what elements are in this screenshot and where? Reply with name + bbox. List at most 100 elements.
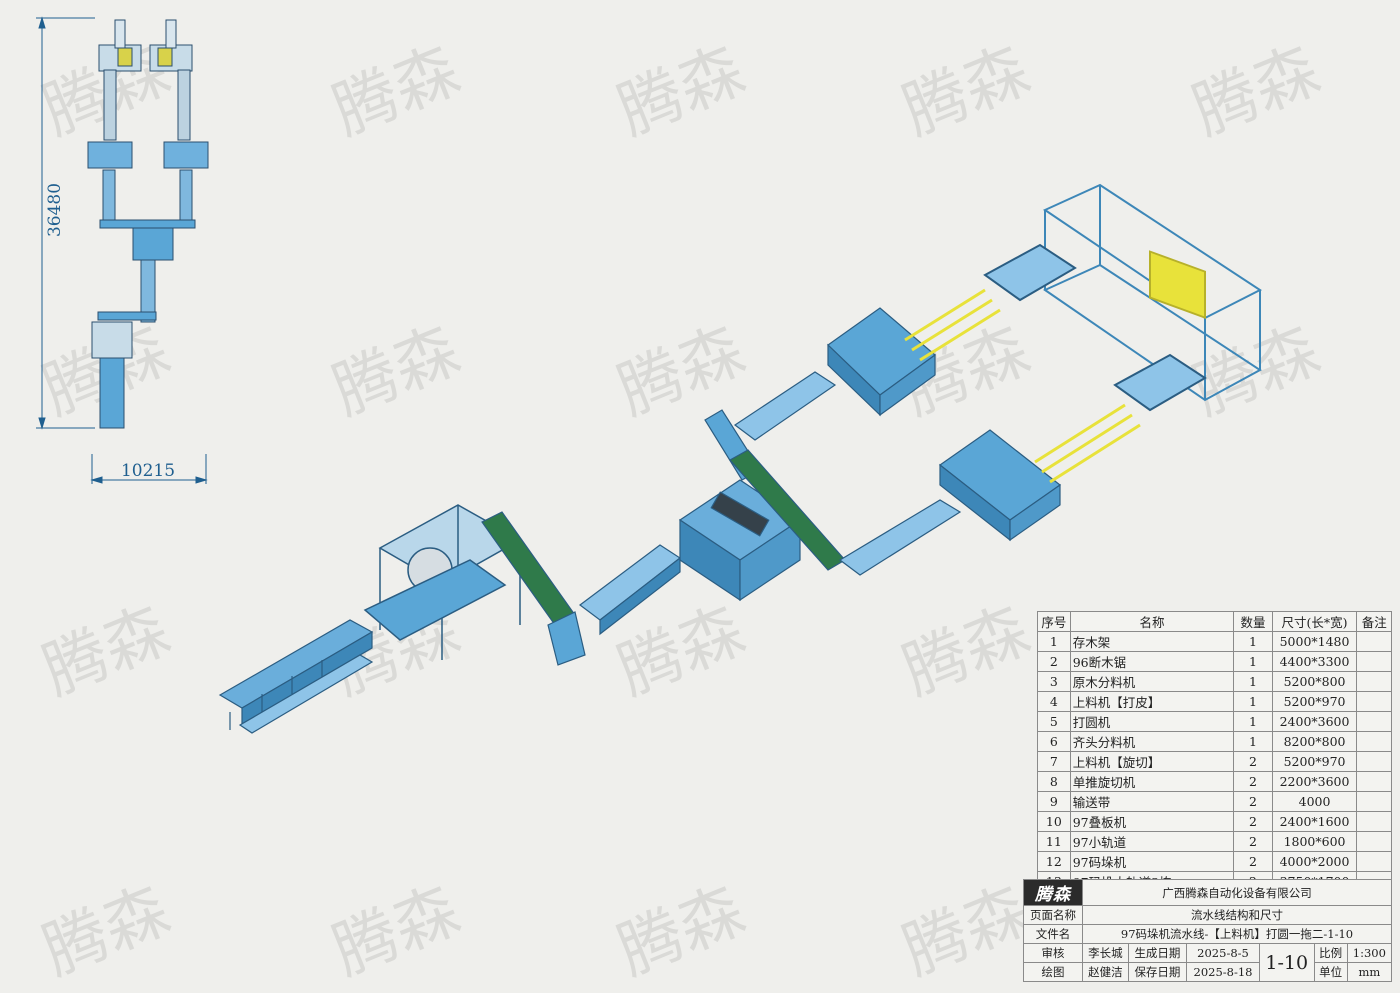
drawer-label: 绘图 — [1023, 962, 1083, 982]
bom-cell-size: 2400*3600 — [1271, 711, 1358, 732]
debark-feeder — [579, 544, 682, 636]
bom-cell-no: 8 — [1037, 771, 1071, 792]
saved-label: 保存日期 — [1127, 962, 1188, 982]
dimension-lines — [36, 16, 208, 484]
bom-cell-qty: 1 — [1233, 711, 1273, 732]
bom-cell-size: 4400*3300 — [1271, 651, 1358, 672]
file-name-label: 文件名 — [1023, 924, 1083, 944]
bom-cell-name: 97叠板机 — [1069, 811, 1235, 832]
page-name: 流水线结构和尺寸 — [1082, 905, 1392, 925]
drawer: 赵健洁 — [1082, 962, 1129, 982]
bom-cell-qty: 1 — [1233, 731, 1273, 752]
lower-rotary-line — [729, 403, 1141, 576]
bom-cell-size: 2200*3600 — [1271, 771, 1358, 792]
bom-cell-size: 4000 — [1271, 791, 1358, 812]
page-name-label: 页面名称 — [1023, 905, 1083, 925]
bom-cell-note — [1356, 811, 1392, 832]
bom-cell-qty: 2 — [1233, 751, 1273, 772]
bom-cell-no: 11 — [1037, 831, 1071, 852]
bom-cell-qty: 1 — [1233, 631, 1273, 652]
bom-cell-name: 齐头分料机 — [1069, 731, 1235, 752]
bom-cell-no: 10 — [1037, 811, 1071, 832]
bom-cell-no: 1 — [1037, 631, 1071, 652]
bom-cell-note — [1356, 751, 1392, 772]
bom-cell-note — [1356, 851, 1392, 872]
created-date: 2025-8-5 — [1186, 943, 1260, 963]
bom-cell-size: 5200*970 — [1271, 751, 1358, 772]
bom-cell-note — [1356, 731, 1392, 752]
bom-cell-name: 97小轨道 — [1069, 831, 1235, 852]
bom-cell-note — [1356, 631, 1392, 652]
bom-cell-no: 6 — [1037, 731, 1071, 752]
bom-cell-no: 7 — [1037, 751, 1071, 772]
log-storage-rack — [218, 619, 374, 734]
plan-machines — [87, 19, 209, 429]
bom-cell-size: 1800*600 — [1271, 831, 1358, 852]
bom-cell-no: 5 — [1037, 711, 1071, 732]
bom-cell-qty: 2 — [1233, 791, 1273, 812]
bom-cell-note — [1356, 671, 1392, 692]
bom-cell-note — [1356, 831, 1392, 852]
bom-cell-qty: 1 — [1233, 671, 1273, 692]
bom-header-row: 序号 名称 数量 尺寸(长*宽) 备注 — [1037, 611, 1392, 632]
bom-cell-name: 单推旋切机 — [1069, 771, 1235, 792]
file-name: 97码垛机流水线-【上料机】打圆一拖二-1-10 — [1082, 924, 1392, 944]
bom-cell-name: 存木架 — [1069, 631, 1235, 652]
dimension-width-label: 10215 — [120, 461, 176, 481]
bom-cell-qty: 2 — [1233, 831, 1273, 852]
bom-cell-no: 12 — [1037, 851, 1071, 872]
bom-header-qty: 数量 — [1233, 611, 1273, 632]
bom-header-note: 备注 — [1356, 611, 1392, 632]
bom-cell-name: 打圆机 — [1069, 711, 1235, 732]
bom-cell-note — [1356, 771, 1392, 792]
bom-cell-note — [1356, 791, 1392, 812]
scale-label: 比例 — [1313, 943, 1348, 963]
bom-cell-no: 2 — [1037, 651, 1071, 672]
bom-cell-qty: 2 — [1233, 811, 1273, 832]
bom-cell-no: 3 — [1037, 671, 1071, 692]
bom-cell-size: 4000*2000 — [1271, 851, 1358, 872]
dimension-height-label: 36480 — [45, 182, 65, 238]
plan-view — [36, 16, 209, 484]
sheet-number: 1-10 — [1258, 943, 1315, 982]
bom-cell-note — [1356, 691, 1392, 712]
bom-cell-size: 8200*800 — [1271, 731, 1358, 752]
bom-cell-size: 2400*1600 — [1271, 811, 1358, 832]
unit-value: mm — [1346, 962, 1393, 982]
company-name: 广西腾森自动化设备有限公司 — [1082, 879, 1392, 906]
bom-cell-no: 9 — [1037, 791, 1071, 812]
created-label: 生成日期 — [1127, 943, 1188, 963]
bom-cell-name: 97码垛机 — [1069, 851, 1235, 872]
bom-cell-qty: 1 — [1233, 691, 1273, 712]
company-logo: 腾森 — [1023, 879, 1083, 906]
bom-cell-note — [1356, 651, 1392, 672]
bom-cell-note — [1356, 711, 1392, 732]
bom-cell-size: 5200*970 — [1271, 691, 1358, 712]
bom-header-no: 序号 — [1037, 611, 1071, 632]
bom-header-size: 尺寸(长*宽) — [1271, 611, 1358, 632]
unit-label: 单位 — [1313, 962, 1348, 982]
bom-cell-name: 原木分料机 — [1069, 671, 1235, 692]
reviewer: 李长城 — [1082, 943, 1129, 963]
upper-rotary-line — [704, 288, 1001, 481]
bom-cell-name: 96断木锯 — [1069, 651, 1235, 672]
bom-cell-qty: 1 — [1233, 651, 1273, 672]
saved-date: 2025-8-18 — [1186, 962, 1260, 982]
bom-cell-name: 输送带 — [1069, 791, 1235, 812]
title-block: 腾森 广西腾森自动化设备有限公司 页面名称 流水线结构和尺寸 文件名 97码垛机… — [1023, 879, 1393, 982]
